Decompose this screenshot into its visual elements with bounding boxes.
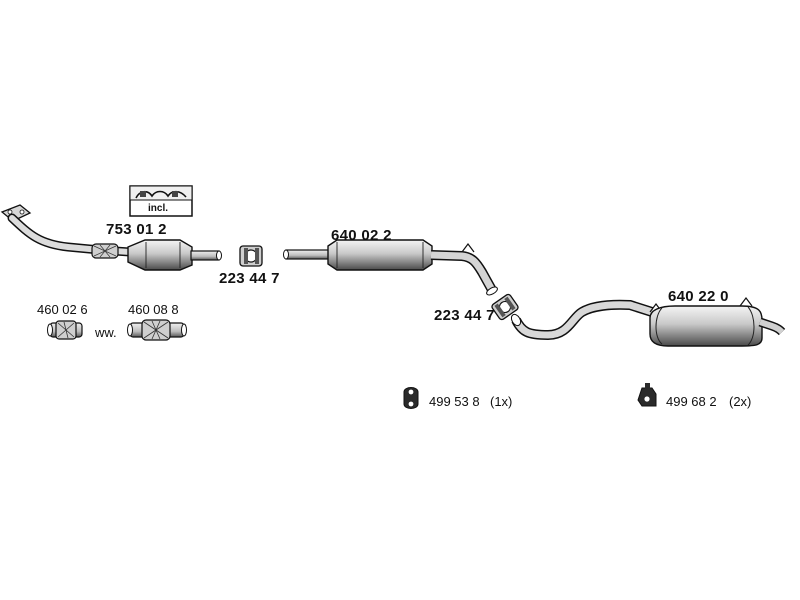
flange-hole bbox=[7, 209, 13, 215]
part-number-clamp-rear: 223 44 7 bbox=[434, 307, 495, 324]
part-number-clamp-front: 223 44 7 bbox=[219, 270, 280, 287]
part-number-middle-silencer: 640 02 2 bbox=[331, 227, 392, 244]
middle-silencer-body bbox=[327, 239, 433, 271]
part-number-rubber-mount-b: 499 68 2 bbox=[666, 394, 717, 409]
flex-pipe-b bbox=[127, 319, 187, 341]
rubber-mount-b-icon bbox=[637, 383, 657, 407]
flex-pipe-a bbox=[47, 320, 83, 340]
mounting-kit-box bbox=[129, 185, 193, 217]
clamp-front-icon bbox=[239, 245, 263, 267]
kit-included-label: incl. bbox=[148, 203, 169, 214]
part-number-front-pipe: 753 01 2 bbox=[106, 221, 167, 238]
part-number-flex-pipe-a: 460 02 6 bbox=[37, 302, 88, 317]
part-number-rubber-mount-a: 499 53 8 bbox=[429, 394, 480, 409]
middle-silencer bbox=[283, 239, 498, 296]
clamp-rear-icon bbox=[491, 293, 519, 321]
catalyst-outlet bbox=[190, 250, 220, 261]
part-number-rear-silencer: 640 22 0 bbox=[668, 288, 729, 305]
catalyst-body bbox=[127, 239, 193, 271]
rear-silencer bbox=[510, 297, 786, 347]
part-number-flex-pipe-b: 460 08 8 bbox=[128, 302, 179, 317]
rubber-mount-a-icon bbox=[403, 387, 419, 409]
flange-hole bbox=[19, 209, 25, 215]
quantity-rubber-mount-b: (2x) bbox=[729, 394, 752, 409]
quantity-rubber-mount-a: (1x) bbox=[490, 394, 513, 409]
front-pipe-catalyst bbox=[0, 204, 222, 271]
rear-silencer-body bbox=[649, 305, 763, 347]
alternative-marker: ww. bbox=[95, 325, 117, 340]
